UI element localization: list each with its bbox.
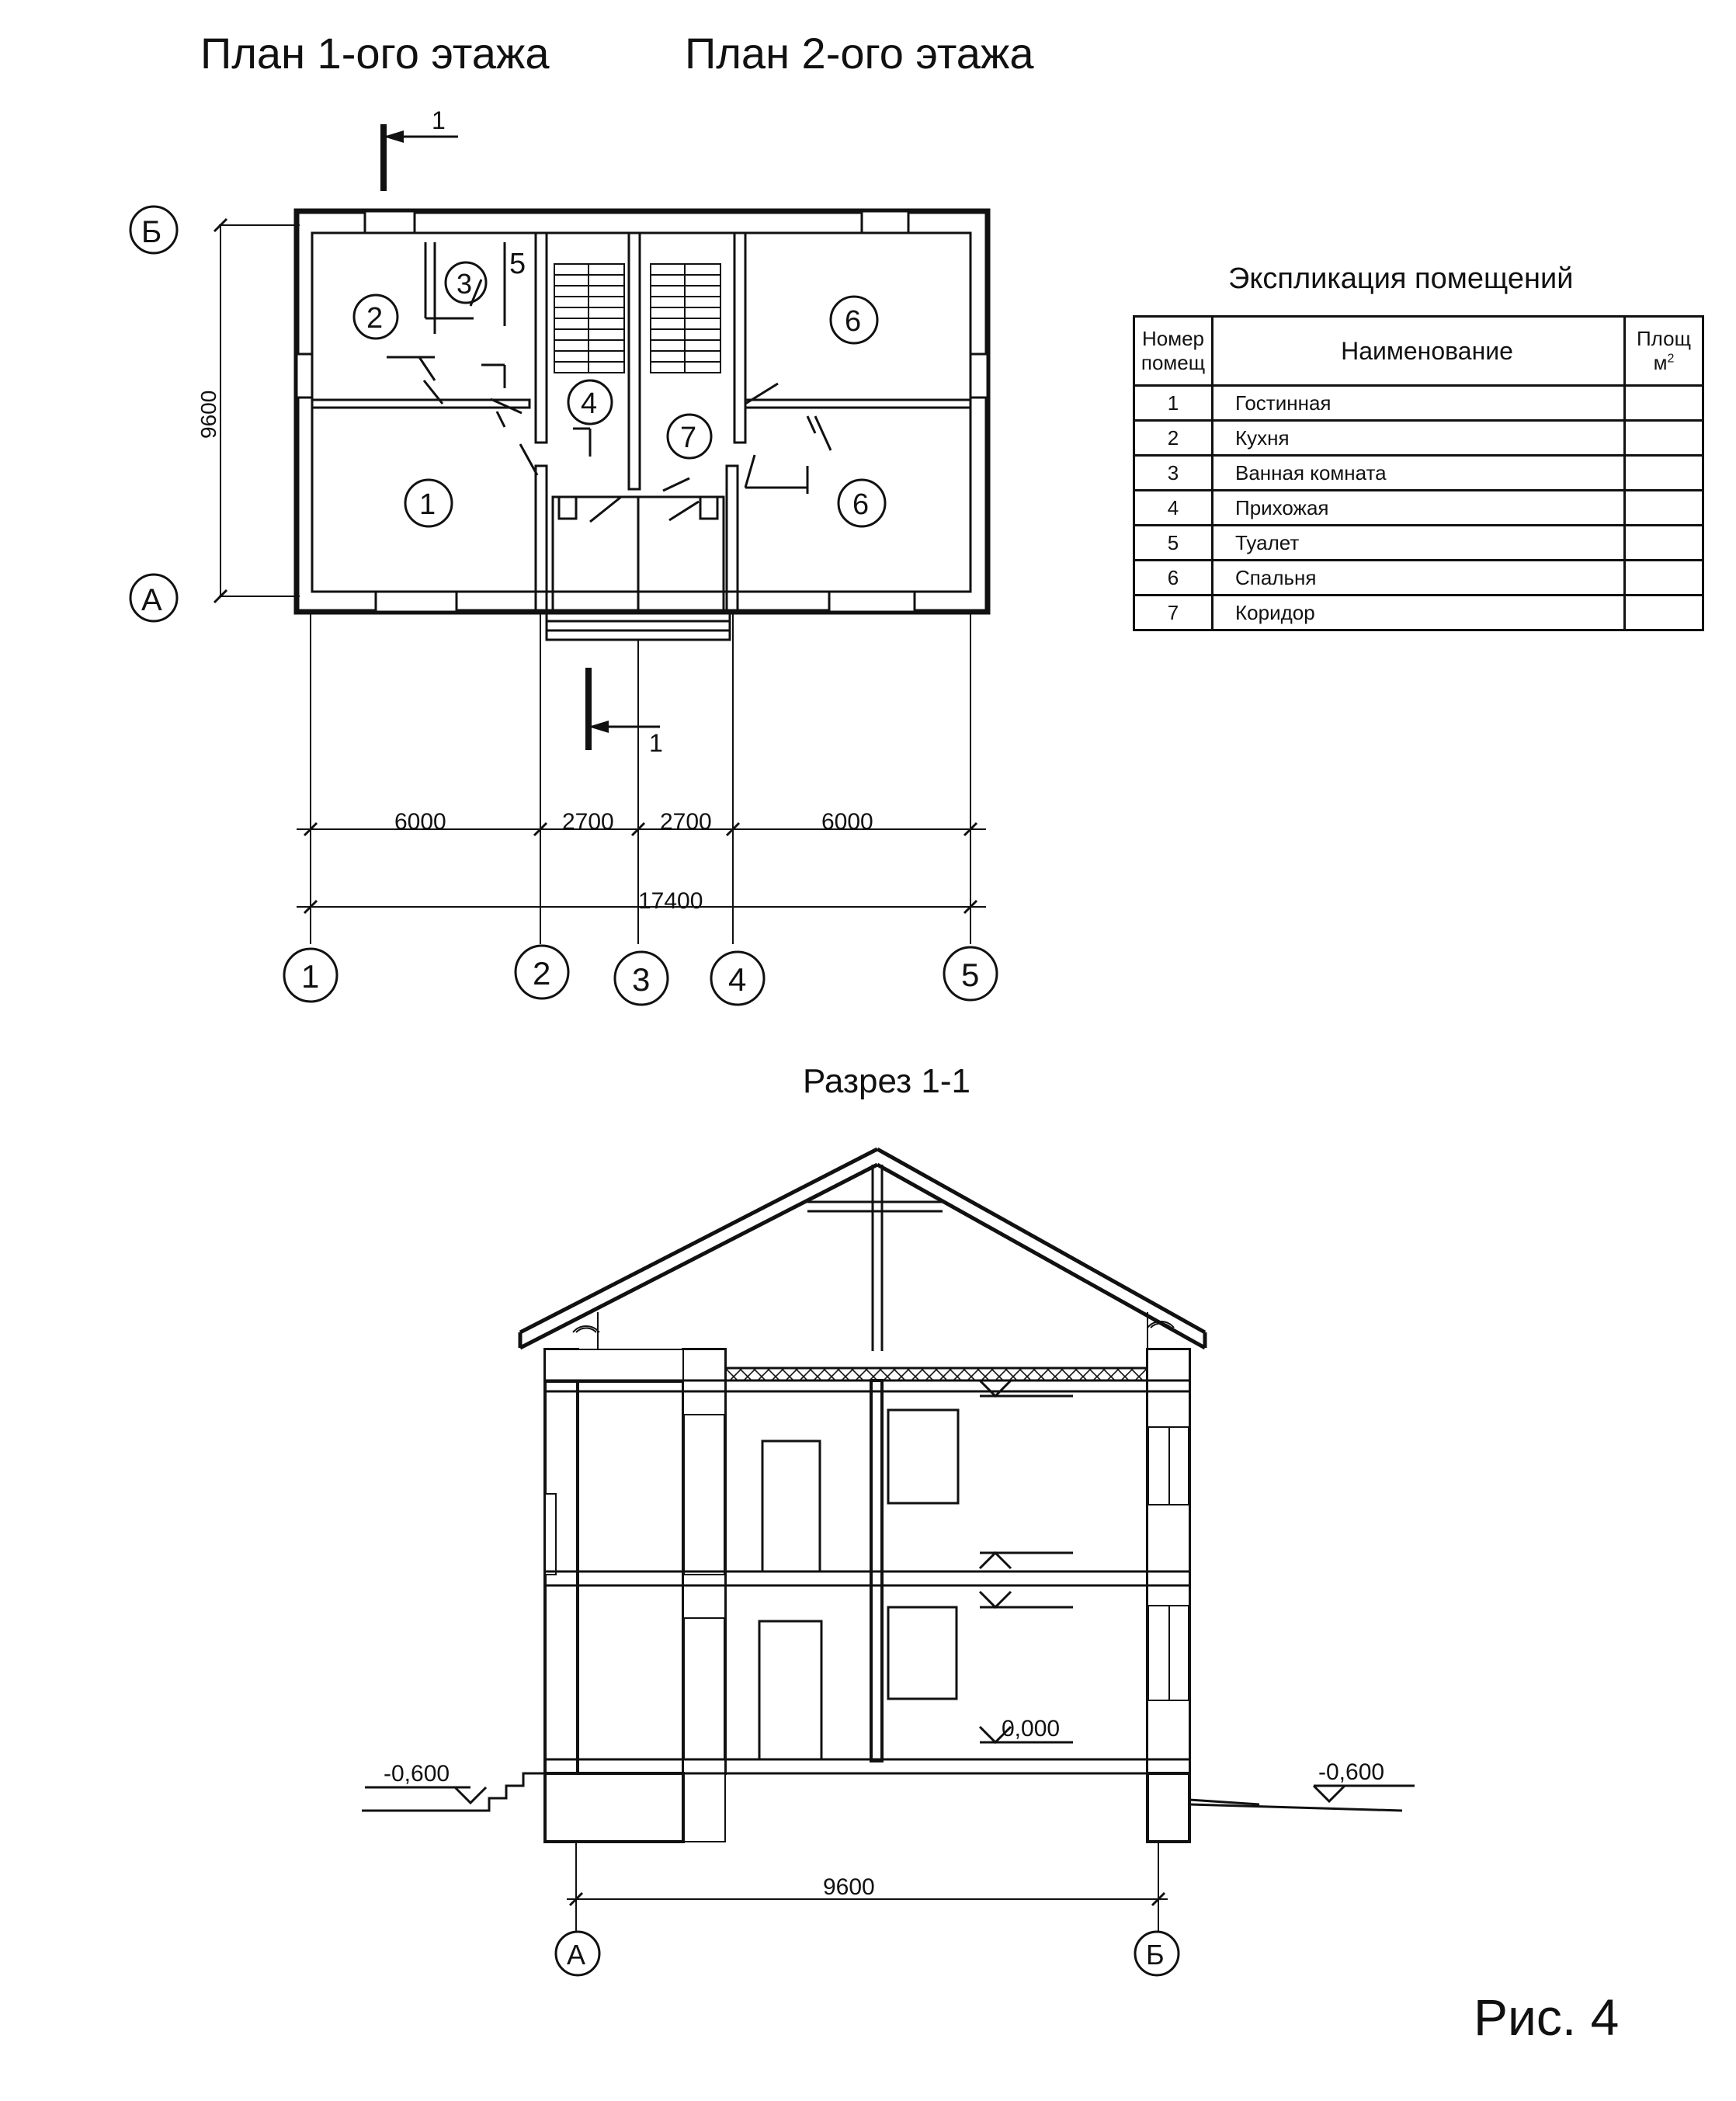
attic-insulation [720,1367,1158,1382]
section-dimension: 9600 А Б [554,1842,1180,1977]
room-num-5: 5 [509,248,526,280]
dim-6000-right: 6000 [821,809,873,835]
room-num-2: 2 [366,302,383,335]
room-num-4: 4 [581,387,597,420]
axis-label-4: 4 [728,961,746,998]
axis-label-3: 3 [632,961,650,998]
entrance-porch [545,495,731,641]
axis-bubble-5 [943,946,998,1002]
plan2-title: План 2-ого этажа [685,29,1034,78]
section-drawing: 0,000 -0,600 -0,600 9600 А Б [362,1147,1415,1977]
row-name: Ванная комната [1211,454,1626,491]
header-num: Номер помещ [1133,315,1213,387]
row-name: Кухня [1211,419,1626,457]
row-name: Туалет [1211,524,1626,561]
room-num-3: 3 [457,268,472,300]
section-openings [758,1408,960,1761]
outer-wall-outline [293,208,991,615]
row-num: 6 [1133,559,1213,596]
axis-bubble-2 [514,944,570,1000]
section-title: Разрез 1-1 [803,1062,971,1100]
axis-bubble-1 [283,947,339,1003]
explication-title: Экспликация помещений [1228,262,1574,295]
level-0000: 0,000 [1002,1716,1060,1742]
axis-bubble-3 [613,950,669,1006]
row-num: 3 [1133,454,1213,491]
windows [295,210,989,613]
cut-label-bottom: 1 [649,729,663,757]
row-name: Коридор [1211,594,1626,631]
level-markers [365,1379,1415,1805]
room-num-7: 7 [680,422,696,454]
dim-2700-left: 2700 [562,809,614,835]
axis-label-5: 5 [961,957,979,993]
room-num-1: 1 [419,488,436,521]
axis-bubble-b [129,205,179,255]
row-num: 4 [1133,489,1213,526]
level-left: -0,600 [384,1761,450,1787]
plan1-title: План 1-ого этажа [200,29,550,78]
section-axis-b: Б [1146,1939,1165,1971]
header-area: Площ м2 [1623,315,1704,387]
axis-bubble-4 [710,950,766,1006]
axis-lines [219,224,971,944]
room-num-6a: 6 [845,305,861,338]
height-dim-label: 9600 [196,391,220,439]
axis-label-a: А [141,583,162,617]
row-num: 7 [1133,594,1213,631]
axis-bubbles [129,205,998,1006]
row-num: 2 [1133,419,1213,457]
dim-6000-left: 6000 [394,809,446,835]
axis-label-b: Б [141,215,161,249]
row-name: Гостинная [1211,384,1626,422]
row-name: Прихожая [1211,489,1626,526]
floor-plan: 9600 6000 2700 2700 6000 17400 [129,106,998,1006]
row-name: Спальня [1211,559,1626,596]
roof [518,1147,1207,1350]
inner-wall-outline [311,231,972,593]
interior-walls [311,231,972,613]
row-num: 1 [1133,384,1213,422]
cut-marker-top: 1 [380,106,458,191]
section-axis-a: А [567,1939,585,1971]
section-floors [543,1379,1191,1843]
level-right: -0,600 [1318,1759,1384,1785]
cut-label-top: 1 [432,106,446,134]
dim-2700-right: 2700 [660,809,712,835]
header-name: Наименование [1211,315,1626,387]
stair-left [554,263,625,373]
dim-total: 17400 [638,888,703,914]
cut-marker-bottom: 1 [585,668,663,757]
width-dimensions: 6000 2700 2700 6000 17400 [297,809,986,915]
wall-details [544,1349,1190,1842]
room-bubbles [352,261,887,528]
room-num-6b: 6 [852,488,869,521]
section-width-dim: 9600 [823,1874,875,1900]
height-dimension: 9600 [196,217,228,604]
section-walls [543,1348,1191,1775]
ridge-post [807,1165,943,1351]
figure-label: Рис. 4 [1474,1988,1620,2046]
axis-bubble-a [129,573,179,623]
eave-brackets [572,1312,1175,1351]
stair-right [650,263,721,373]
wall-middle [682,1348,727,1775]
axis-label-2: 2 [533,955,550,991]
ground-lines [362,1772,1403,1812]
row-num: 5 [1133,524,1213,561]
axis-label-1: 1 [301,958,319,995]
